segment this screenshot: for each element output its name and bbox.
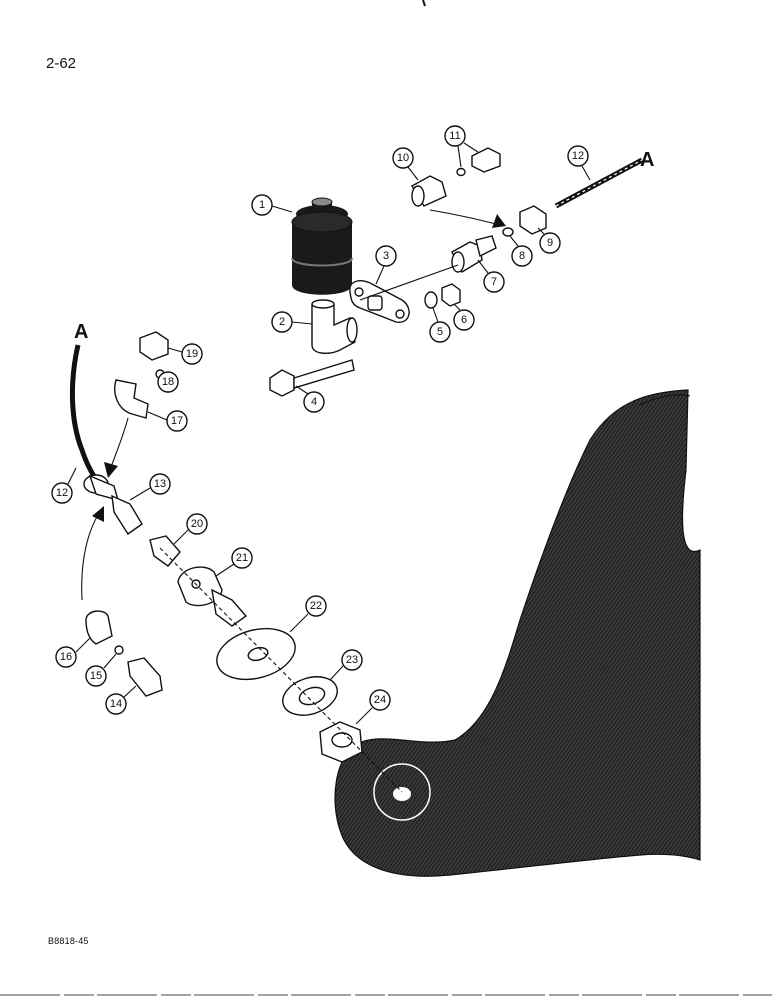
arm-bore: [393, 787, 411, 801]
part-7-fitting: [451, 235, 497, 273]
callout-17: 17: [171, 415, 183, 427]
callout-6-circle: [453, 309, 475, 331]
callout-19: 19: [186, 348, 198, 360]
callout-3: 3: [383, 250, 389, 262]
part-21-hollow-bolt: [177, 566, 248, 627]
callout-1: 1: [259, 199, 265, 211]
part-15-ring: [114, 645, 124, 655]
lubrication-arm: [334, 389, 701, 877]
top-edge-mark: [422, 0, 426, 7]
callout-17-circle: [166, 410, 188, 432]
part-1-canister: [291, 197, 353, 295]
callout-12-upper: 12: [572, 150, 584, 162]
callout-8-circle: [511, 245, 533, 267]
callout-7: 7: [491, 276, 497, 288]
callout-21-circle: [231, 547, 253, 569]
callout-14-circle: [105, 693, 127, 715]
callout-11-circle: [444, 125, 466, 147]
callout-20-circle: [186, 513, 208, 535]
callout-10-circle: [392, 147, 414, 169]
callout-15-circle: [85, 665, 107, 687]
callout-19-circle: [181, 343, 203, 365]
callout-9: 9: [547, 237, 553, 249]
callout-2: 2: [279, 316, 285, 328]
callout-18-circle: [157, 371, 179, 393]
part-3-flange: [349, 280, 410, 323]
part-23-washer: [282, 676, 338, 716]
callout-6: 6: [461, 314, 467, 326]
part-16-cap: [85, 610, 113, 645]
figure-code: B8818-45: [48, 936, 89, 946]
part-14-fitting: [127, 657, 163, 697]
callout-7-circle: [483, 271, 505, 293]
ref-letter-a-left: A: [74, 321, 88, 343]
part-11-ring: [456, 167, 466, 177]
callout-1-circle: [251, 194, 273, 216]
callout-22-circle: [305, 595, 327, 617]
callout-22: 22: [310, 600, 322, 612]
callout-23-circle: [341, 649, 363, 671]
part-2-elbow: [311, 299, 358, 354]
callout-5: 5: [437, 326, 443, 338]
part-19-nut: [139, 331, 169, 361]
part-11-fitting: [471, 147, 501, 173]
callout-20: 20: [191, 518, 203, 530]
arm-boss-circle: [373, 763, 431, 821]
callout-24: 24: [374, 694, 386, 706]
callout-13-circle: [149, 473, 171, 495]
page-number: 2-62: [46, 55, 77, 72]
part-22-large-washer: [216, 627, 296, 681]
callout-11: 11: [449, 130, 460, 142]
part-4-bolt: [269, 359, 355, 397]
part-6-nut: [441, 283, 461, 307]
callout-14: 14: [110, 698, 122, 710]
part-13-tee: [83, 474, 143, 535]
part-9-nut: [519, 205, 547, 235]
callout-8: 8: [519, 250, 525, 262]
callout-18: 18: [162, 376, 174, 388]
callout-5-circle: [429, 321, 451, 343]
callout-12-upper-circle: [567, 145, 589, 167]
callout-4: 4: [311, 396, 317, 408]
part-5-washer: [424, 291, 438, 309]
callout-16-circle: [55, 646, 77, 668]
callout-9-circle: [539, 232, 561, 254]
ref-letter-a-upper: A: [640, 149, 654, 171]
part-12-tube-left: [69, 344, 101, 484]
part-20-grease-fitting: [149, 535, 181, 567]
callout-15: 15: [90, 670, 102, 682]
callout-23: 23: [346, 654, 358, 666]
callout-24-circle: [369, 689, 391, 711]
part-8-ring: [502, 227, 514, 237]
callout-10: 10: [397, 152, 409, 164]
part-17-elbow: [114, 379, 149, 419]
callout-21: 21: [236, 552, 248, 564]
assembly-arrow-upper: [429, 209, 501, 226]
callout-12-left-circle: [51, 482, 73, 504]
callout-3-circle: [375, 245, 397, 267]
callout-12-left: 12: [56, 487, 68, 499]
callout-16: 16: [60, 651, 72, 663]
callout-13: 13: [154, 478, 166, 490]
callout-4-circle: [303, 391, 325, 413]
part-24-nut: [319, 721, 363, 763]
part-10-adapter: [411, 175, 447, 207]
